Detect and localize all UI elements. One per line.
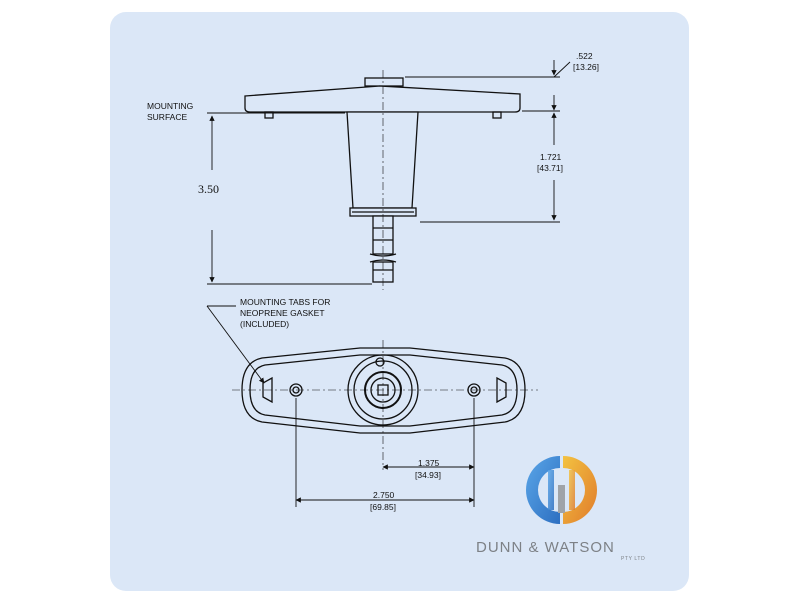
full-width-in: 2.750 [373, 490, 395, 500]
top-dimensions [206, 305, 475, 507]
gasket-tab-right [496, 376, 507, 404]
body-dimension-in: 1.721 [540, 152, 562, 162]
tabs-leader [206, 305, 265, 384]
half-width-mm: [34.93] [415, 470, 441, 480]
height-dimension-label: 3.50 [198, 182, 219, 196]
top-dimension-in: .522 [576, 51, 593, 61]
handle-outline-inner [249, 354, 518, 427]
tabs-label-3: (INCLUDED) [240, 319, 289, 329]
brand-subtitle: PTY LTD [621, 556, 645, 562]
dw-logo-icon [526, 456, 597, 524]
lock-body [346, 111, 419, 209]
handle-plate [244, 85, 521, 113]
handle-outline-outer [241, 347, 526, 434]
tabs-label-1: MOUNTING TABS FOR [240, 297, 330, 307]
full-width-mm: [69.85] [370, 502, 396, 512]
gasket-tab-left [262, 376, 273, 404]
half-width-in: 1.375 [418, 458, 440, 468]
mounting-surface-label-1: MOUNTING [147, 101, 193, 111]
top-view [232, 340, 538, 470]
tabs-label-2: NEOPRENE GASKET [240, 308, 325, 318]
side-tab-left [264, 111, 274, 119]
body-dimension-mm: [43.71] [537, 163, 563, 173]
side-tab-right [492, 111, 502, 119]
side-dimensions [207, 60, 571, 285]
brand-name: DUNN & WATSON [476, 539, 615, 556]
top-dimension-mm: [13.26] [573, 62, 599, 72]
mounting-surface-label-2: SURFACE [147, 112, 187, 122]
side-view [244, 70, 521, 290]
handle-cap [364, 77, 404, 87]
